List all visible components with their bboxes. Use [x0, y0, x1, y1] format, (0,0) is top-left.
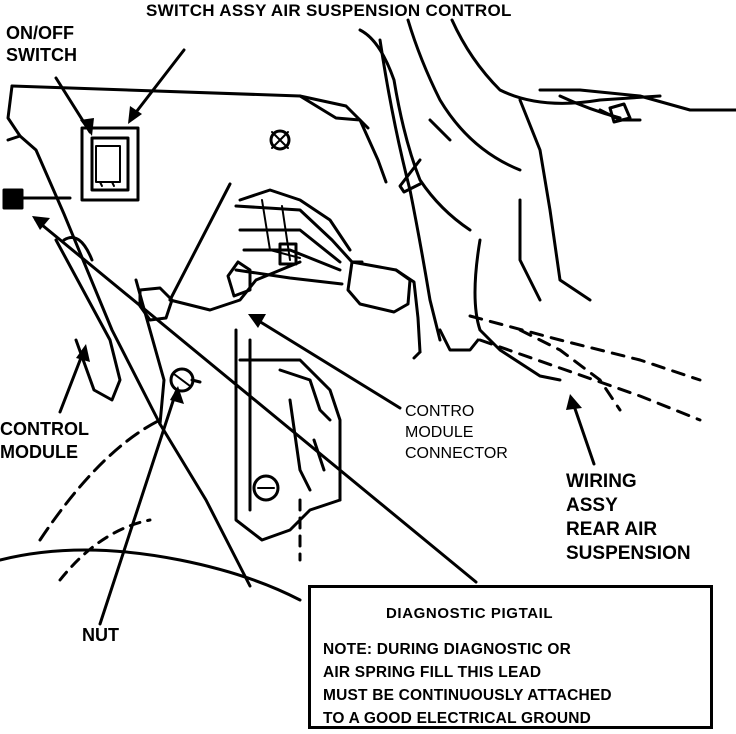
note-line-2: AIR SPRING FILL THIS LEAD — [323, 664, 542, 681]
arrowheads — [32, 106, 582, 410]
note-line-1: NOTE: DURING DIAGNOSTIC OR — [323, 641, 572, 658]
label-wiring-line2: ASSY — [566, 495, 618, 516]
note-line-3: MUST BE CONTINUOUSLY ATTACHED — [323, 687, 612, 704]
bolt-drawing — [269, 129, 291, 151]
fender-arc — [358, 18, 736, 382]
label-connector-line1: CONTRO — [405, 403, 475, 420]
label-wiring-line1: WIRING — [566, 471, 637, 492]
label-wiring-assy: WIRING ASSY REAR AIR SUSPENSION — [566, 470, 691, 566]
leader-lines — [34, 48, 596, 626]
onoff-switch-drawing — [80, 126, 140, 202]
rear-air-harness — [468, 314, 702, 422]
nut-drawing — [169, 367, 202, 393]
label-control-module-line2: MODULE — [0, 442, 78, 462]
label-module-connector: CONTRO MODULE CONNECTOR — [405, 401, 508, 464]
pigtail-connector — [2, 188, 24, 210]
label-connector-line3: CONNECTOR — [405, 445, 508, 462]
note-heading: DIAGNOSTIC PIGTAIL — [386, 605, 554, 622]
label-control-module-line1: CONTROL — [0, 419, 89, 439]
module-connector-drawing — [138, 182, 422, 360]
label-onoff-line2: SWITCH — [6, 45, 77, 65]
label-wiring-line3: REAR AIR — [566, 519, 658, 540]
label-onoff-switch: ON/OFF SWITCH — [6, 22, 77, 66]
diagram-title: SWITCH ASSY AIR SUSPENSION CONTROL — [146, 1, 512, 20]
note-box — [308, 585, 713, 729]
note-text: NOTE: DURING DIAGNOSTIC OR AIR SPRING FI… — [323, 638, 612, 730]
label-control-module: CONTROL MODULE — [0, 418, 89, 464]
control-module-drawing — [54, 236, 342, 562]
label-wiring-line4: SUSPENSION — [566, 543, 691, 564]
note-line-4: TO A GOOD ELECTRICAL GROUND — [323, 710, 592, 727]
label-connector-line2: MODULE — [405, 424, 474, 441]
label-nut: NUT — [82, 625, 119, 645]
body-panel — [6, 84, 388, 588]
label-onoff-line1: ON/OFF — [6, 23, 74, 43]
wheel-house — [0, 418, 302, 602]
